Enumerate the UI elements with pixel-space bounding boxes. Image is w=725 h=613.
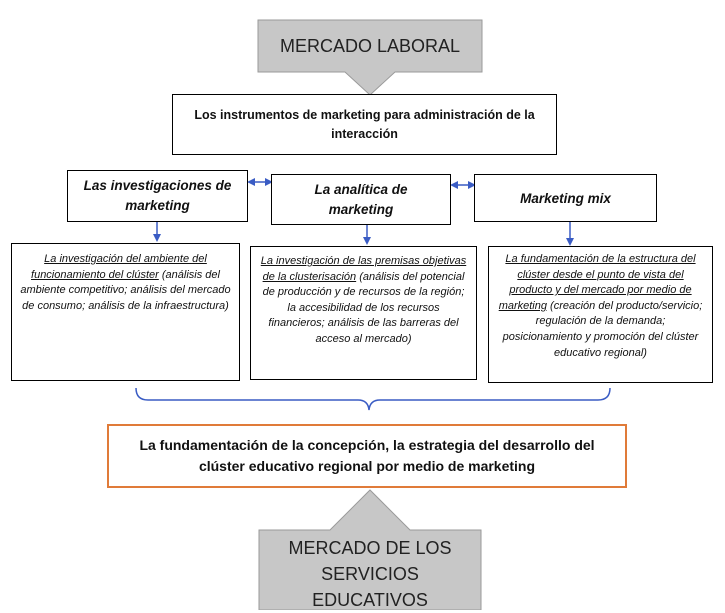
result-box: La fundamentación de la concepción, la e… — [107, 424, 627, 488]
detail-body-environment: (análisis del ambiente competitivo; anál… — [20, 268, 231, 312]
detail-box-premises: La investigación de las premisas objetiv… — [250, 246, 477, 380]
bottom-market-label: MERCADO DE LOS SERVICIOS EDUCATIVOS — [288, 537, 452, 611]
detail-body-structure: (creación del producto/servicio; regulac… — [502, 299, 703, 359]
detail-heading-structure: La fundamentación de la estructura del c… — [498, 253, 696, 312]
category-analytics-box: La analítica de marketing — [271, 174, 451, 225]
instruments-box: Los instrumentos de marketing para admin… — [172, 94, 557, 155]
detail-heading-environment: La investigación del ambiente del funcio… — [31, 253, 207, 281]
instruments-text: Los instrumentos de marketing para admin… — [194, 107, 535, 141]
bottom-gray-arrow — [258, 489, 482, 610]
detail-box-environment: La investigación del ambiente del funcio… — [11, 243, 240, 381]
category-marketing-mix-label: Marketing mix — [520, 190, 611, 206]
category-marketing-mix-box: Marketing mix — [474, 174, 657, 222]
blue-brace — [135, 387, 611, 411]
detail-box-structure: La fundamentación de la estructura del c… — [488, 246, 713, 383]
category-research-label: Las investigaciones de marketing — [83, 178, 232, 213]
top-market-label: MERCADO LABORAL — [279, 35, 461, 56]
top-gray-arrow — [257, 19, 483, 96]
category-analytics-label: La analítica de marketing — [314, 181, 408, 217]
detail-body-premises: (análisis del potencial de producción y … — [262, 270, 465, 346]
category-research-box: Las investigaciones de marketing — [67, 170, 248, 222]
result-text: La fundamentación de la concepción, la e… — [139, 437, 595, 474]
detail-heading-premises: La investigación de las premisas objetiv… — [260, 255, 467, 283]
